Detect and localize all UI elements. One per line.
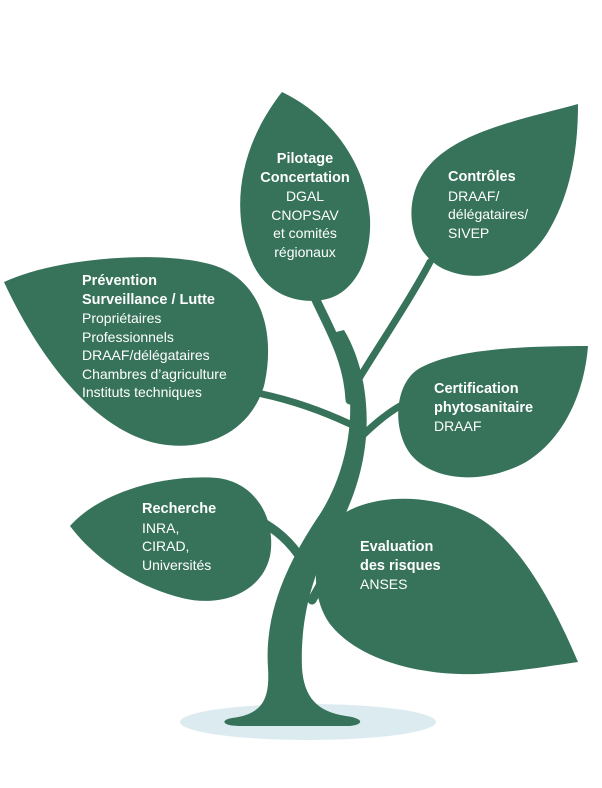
prevention-line-3: DRAAF/délégataires [82, 347, 210, 363]
leaf-certification-text: Certification phytosanitaire DRAAF [434, 380, 584, 436]
recherche-line-1: INRA, [142, 519, 180, 536]
controles-line-3: SIVEP [448, 224, 490, 241]
branch-prevention [258, 390, 354, 428]
controles-title: Contrôles [448, 169, 516, 185]
prevention-line-5: Instituts techniques [82, 384, 202, 400]
evaluation-title-1: Evaluation [360, 539, 434, 555]
leaf-certification [398, 346, 588, 478]
certification-title-2: phytosanitaire [434, 399, 534, 416]
leaf-controles [411, 104, 578, 276]
leaf-recherche-text: Recherche INRA, CIRAD, Universités [142, 500, 252, 574]
pilotage-line-3: et comités [273, 225, 337, 241]
leaf-pilotage-text: Pilotage Concertation DGAL CNOPSAV et co… [242, 150, 368, 261]
prevention-title-1: Prévention [82, 273, 157, 289]
pilotage-line-4: régionaux [274, 243, 336, 260]
branch-controles [348, 258, 434, 394]
prevention-line-4: Chambres d’agriculture [82, 365, 227, 382]
leaf-prevention [4, 257, 269, 446]
certification-title-1: Certification [434, 381, 519, 397]
leaf-evaluation [315, 498, 578, 675]
evaluation-line-1: ANSES [360, 576, 408, 592]
recherche-line-3: Universités [142, 556, 212, 573]
leaf-recherche [70, 477, 272, 601]
prevention-line-1: Propriétaires [82, 310, 162, 326]
branch-certification [354, 402, 404, 444]
certification-line-1: DRAAF [434, 418, 482, 434]
branch-pilotage [311, 295, 355, 405]
controles-line-1: DRAAF/ [448, 187, 500, 204]
leaf-pilotage [240, 92, 371, 301]
leaf-controles-text: Contrôles DRAAF/ délégataires/ SIVEP [448, 168, 568, 242]
prevention-line-2: Professionnels [82, 328, 174, 345]
leaf-prevention-text: Prévention Surveillance / Lutte Propriét… [82, 272, 262, 402]
pilotage-line-2: CNOPSAV [271, 206, 339, 223]
evaluation-title-2: des risques [360, 557, 441, 574]
pilotage-title-1: Pilotage [276, 151, 334, 167]
leaf-evaluation-text: Evaluation des risques ANSES [360, 538, 480, 594]
pilotage-title-2: Concertation [260, 169, 350, 186]
recherche-title: Recherche [142, 501, 217, 517]
recherche-line-2: CIRAD, [142, 538, 190, 554]
prevention-title-2: Surveillance / Lutte [82, 291, 215, 308]
controles-line-2: délégataires/ [448, 206, 529, 222]
pilotage-line-1: DGAL [285, 188, 325, 204]
